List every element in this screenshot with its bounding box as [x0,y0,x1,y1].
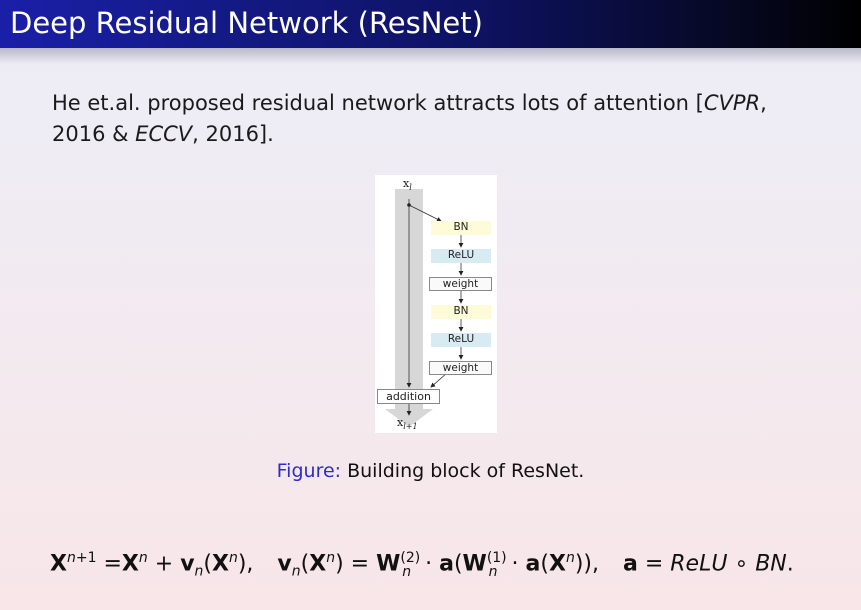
caption-prefix: Figure: [276,460,342,482]
intro-line2: 2016 & [52,122,136,146]
resnet-diagram-lines [385,189,464,427]
layer-relu-1: ReLU [431,249,491,263]
figure-caption: Figure: Building block of ResNet. [0,460,861,482]
layer-relu-2: ReLU [431,333,491,347]
merge-line [430,372,448,388]
branch-line [408,204,442,222]
intro-comma: , [760,91,767,115]
cite-cvpr: CVPR [703,91,761,115]
caption-text: Building block of ResNet. [341,460,585,482]
layer-weight-1: weight [429,277,492,291]
cite-eccv: ECCV [135,122,193,146]
intro-paragraph: He et.al. proposed residual network attr… [52,88,812,150]
intro-end: , 2016]. [192,122,274,146]
addition-node: addition [377,389,440,404]
update-formula: Xn+1 =Xn + vn(Xn),vn(Xn) = W(2)n · a(W(1… [50,550,794,580]
layer-bn-2: BN [431,305,491,319]
slide-title: Deep Residual Network (ResNet) [0,0,861,48]
title-shadow [0,48,861,64]
layer-bn-1: BN [431,221,491,235]
resnet-block-figure: xl BN ReLU weight BN ReLU weight additio… [375,175,497,433]
output-label: xl+1 [397,416,418,432]
layer-weight-2: weight [429,361,492,375]
intro-text: He et.al. proposed residual network attr… [52,91,704,115]
input-label: xl [403,177,412,193]
